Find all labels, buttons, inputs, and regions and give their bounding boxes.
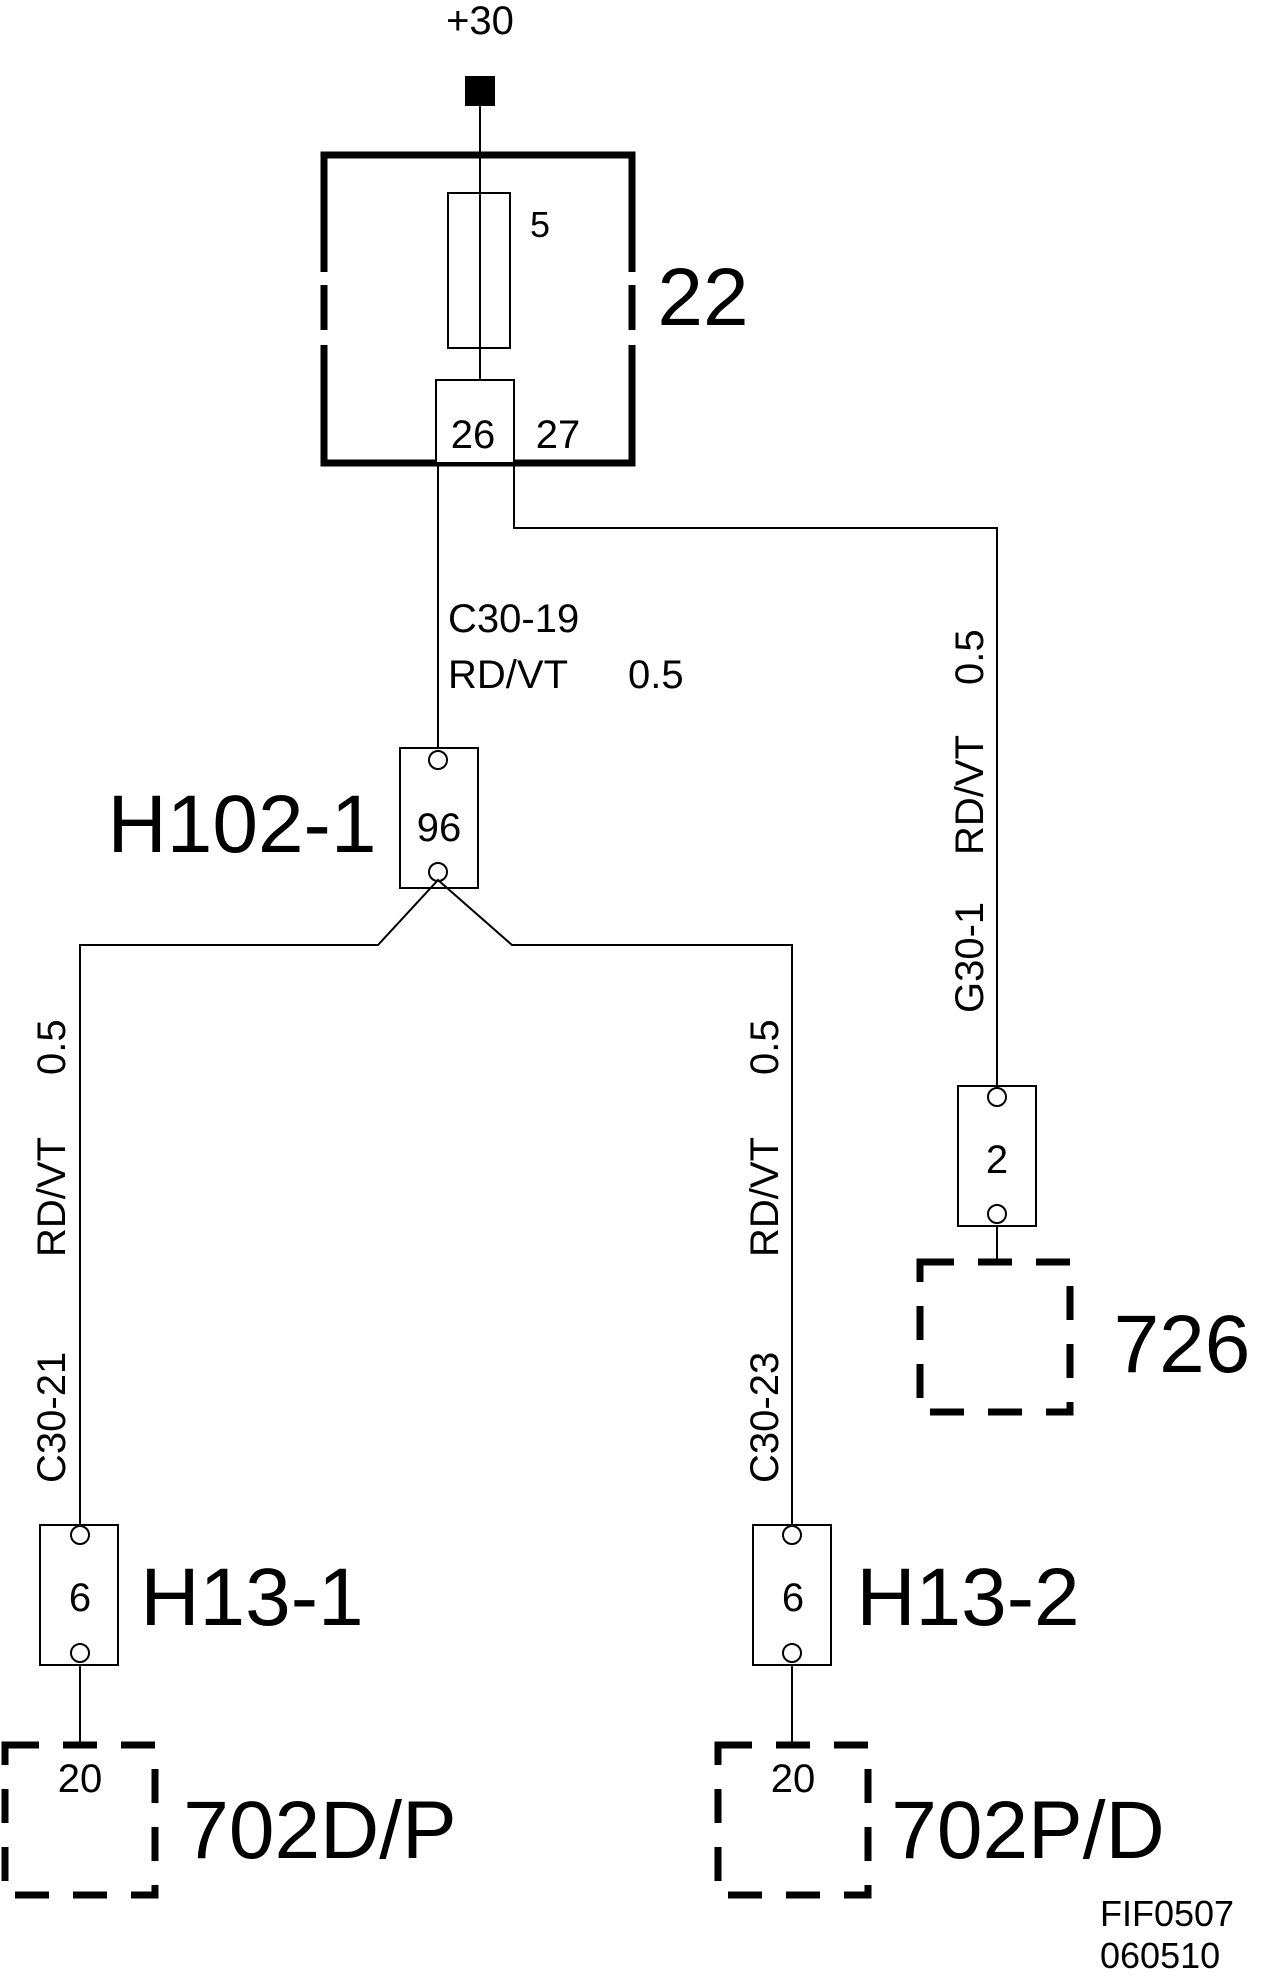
connector-h13-2	[752, 1524, 832, 1666]
fuse-pin-27: 27	[536, 413, 581, 457]
connector-h13-1-id: H13-1	[140, 1552, 363, 1643]
connector-h102-1-pin-top	[428, 750, 448, 770]
component-702dp-id: 702D/P	[183, 1785, 457, 1876]
wire-g30-1	[513, 463, 998, 1086]
supply-label: +30	[446, 0, 514, 43]
wire-c30-23-code: C30-23	[743, 1352, 787, 1483]
component-702pd-id: 702P/D	[891, 1785, 1165, 1876]
fuse-pin-26: 26	[451, 413, 496, 457]
component-726	[916, 1258, 1074, 1416]
wire-c30-19-size: 0.5	[628, 653, 684, 697]
connector-h102-1-pin: 96	[417, 806, 462, 850]
wire-g30-1-code: G30-1	[948, 902, 992, 1013]
wire-c30-21-size: 0.5	[30, 1019, 74, 1075]
wire-c30-21-color: RD/VT	[30, 1137, 74, 1257]
connector-726	[957, 1085, 1037, 1227]
connector-h13-1-pin-bottom	[70, 1643, 90, 1663]
connector-h13-1-pin: 6	[69, 1576, 91, 1620]
fuse-box-id: 22	[657, 252, 748, 343]
fuse-box-22	[320, 151, 636, 467]
figure-ref-line1: FIF0507	[1100, 1893, 1234, 1934]
wire-g30-1-size: 0.5	[948, 629, 992, 685]
connector-726-pin: 2	[986, 1138, 1008, 1182]
fuse-box-outline-top	[320, 151, 636, 272]
figure-ref-line2: 060510	[1100, 1935, 1220, 1976]
wire-c30-19-color: RD/VT	[448, 653, 568, 697]
wire-c30-19-code: C30-19	[448, 597, 579, 641]
connector-h102-1-pin-bottom	[428, 862, 448, 882]
connector-h13-1-pin-top	[70, 1525, 90, 1545]
component-702pd-pin: 20	[771, 1757, 816, 1801]
connector-h13-2-id: H13-2	[856, 1552, 1079, 1643]
connector-h102-1-id: H102-1	[108, 779, 377, 870]
connector-h13-2-pin: 6	[782, 1576, 804, 1620]
wire-c30-23-color: RD/VT	[743, 1137, 787, 1257]
wire-c30-23-size: 0.5	[743, 1019, 787, 1075]
wire-c30-21-code: C30-21	[30, 1352, 74, 1483]
connector-h13-2-pin-top	[782, 1525, 802, 1545]
wire-g30-1-color: RD/VT	[948, 735, 992, 855]
supply-terminal	[465, 76, 495, 106]
component-702dp	[1, 1741, 159, 1899]
connector-h13-2-pin-bottom	[782, 1643, 802, 1663]
fuse-number: 5	[530, 204, 550, 245]
component-702pd	[714, 1741, 872, 1899]
component-726-id: 726	[1114, 1299, 1251, 1390]
connector-726-pin-bottom	[987, 1204, 1007, 1224]
component-702dp-pin: 20	[58, 1757, 103, 1801]
connector-726-pin-top	[987, 1087, 1007, 1107]
split-wire	[79, 878, 793, 1527]
